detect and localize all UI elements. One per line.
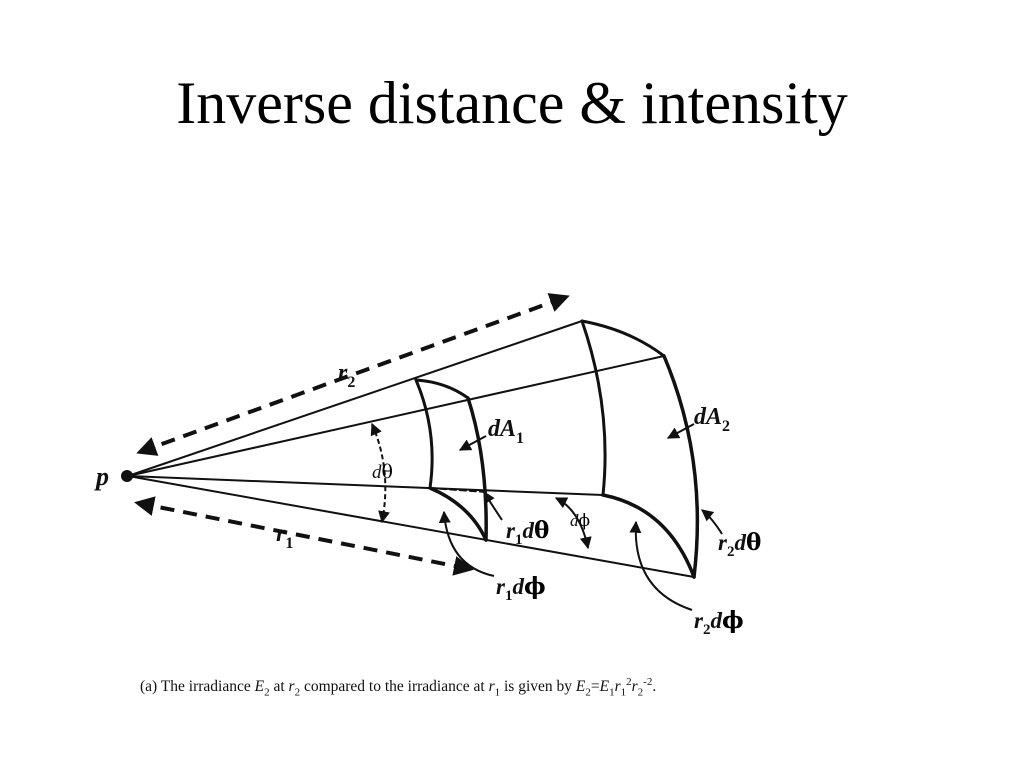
label-r1: r1 <box>276 521 293 552</box>
r2-dashed-arrow <box>136 293 570 456</box>
dA2-pointer <box>666 423 695 439</box>
slide-title: Inverse distance & intensity <box>176 70 848 136</box>
area-dA2 <box>580 319 700 579</box>
dA1-hidden-edge <box>429 487 487 493</box>
dashed-arrows <box>134 293 570 576</box>
dA2-bottom-edge <box>601 493 696 579</box>
dA1-bottom-edge <box>428 486 488 542</box>
radial-lines <box>127 320 695 578</box>
label-r1dphi: r1dϕ <box>496 573 546 604</box>
label-dA2: dA2 <box>694 404 730 435</box>
dphi-arc <box>554 497 592 550</box>
dA1-top-edge <box>414 378 470 400</box>
r1dphi-pointer <box>438 510 495 577</box>
dA1-left-edge <box>414 378 434 490</box>
ray-upper <box>127 320 583 477</box>
r1dtheta-pointer <box>483 490 503 521</box>
ray-lower-inner <box>127 475 604 496</box>
point-p <box>121 470 133 482</box>
label-dphi: dϕ <box>570 511 590 531</box>
figure-caption: (a) The irradiance E2 at r2 compared to … <box>140 676 657 699</box>
r1-dashed-arrow <box>134 496 474 576</box>
label-dtheta: dθ <box>372 461 393 483</box>
dA1-right-edge <box>466 396 488 542</box>
label-p: p <box>94 462 109 491</box>
r2dtheta-pointer <box>701 509 723 535</box>
dA2-top-edge <box>580 319 666 358</box>
label-dA1: dA1 <box>488 416 524 447</box>
ray-middle <box>127 355 665 477</box>
dtheta-arc <box>370 422 390 524</box>
dA2-left-edge <box>580 319 607 497</box>
r2dphi-pointer <box>629 520 693 611</box>
dA2-right-edge <box>662 354 700 579</box>
label-r2dtheta: r2dθ <box>718 529 761 560</box>
pointer-arrows <box>438 423 723 611</box>
label-r2: r2 <box>338 360 355 391</box>
ray-bottom <box>127 475 695 578</box>
dA1-pointer <box>458 435 487 451</box>
label-r2dphi: r2dϕ <box>694 607 744 638</box>
label-r1dtheta: r1dθ <box>506 517 549 548</box>
area-dA1 <box>414 378 488 542</box>
